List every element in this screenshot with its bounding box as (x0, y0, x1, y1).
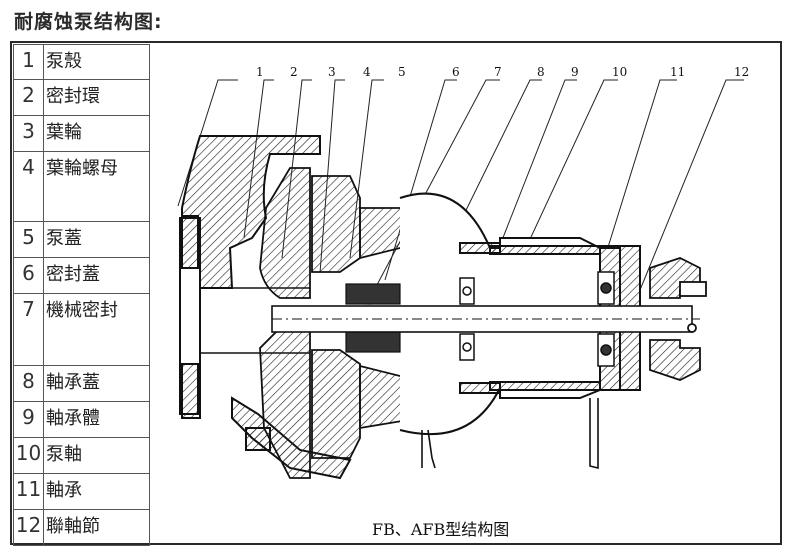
part-number: 1 (13, 44, 44, 80)
table-row: 8 軸承蓋 (13, 365, 151, 402)
callout-1: 1 (256, 65, 264, 79)
part-name: 機械密封 (42, 293, 151, 366)
part-name: 泵殼 (42, 44, 151, 80)
table-row: 5 泵蓋 (13, 221, 151, 258)
table-row: 3 葉輪 (13, 115, 151, 152)
pump-shaft (271, 305, 700, 333)
part-name: 葉輪螺母 (42, 151, 151, 222)
part-number: 4 (13, 151, 44, 222)
impeller (259, 167, 311, 479)
callout-2: 2 (290, 65, 298, 79)
callout-8: 8 (537, 65, 545, 79)
callout-12: 12 (734, 65, 749, 79)
part-name: 軸承 (42, 473, 151, 510)
bearings (459, 271, 615, 367)
table-row: 12 聯軸節 (13, 509, 151, 546)
support-legs (421, 398, 599, 470)
part-number: 12 (13, 509, 44, 546)
pump-cross-section-drawing: 1 2 3 4 5 6 7 8 9 10 11 12 (177, 65, 749, 480)
table-row: 11 軸承 (13, 473, 151, 510)
part-name: 密封蓋 (42, 257, 151, 294)
table-row: 7 機械密封 (13, 293, 151, 366)
part-number: 9 (13, 401, 44, 438)
part-name: 聯軸節 (42, 509, 151, 546)
part-number: 6 (13, 257, 44, 294)
callout-11: 11 (670, 65, 685, 79)
callout-9: 9 (571, 65, 579, 79)
callout-5: 5 (398, 65, 406, 79)
suction-flange (179, 215, 201, 415)
part-name: 泵蓋 (42, 221, 151, 258)
part-name: 軸承體 (42, 401, 151, 438)
part-name: 密封環 (42, 79, 151, 116)
table-row: 10 泵軸 (13, 437, 151, 474)
diagram-caption: FB、AFB型结构图 (372, 520, 510, 539)
callout-10: 10 (612, 65, 627, 79)
part-number: 10 (13, 437, 44, 474)
part-name: 葉輪 (42, 115, 151, 152)
callout-3: 3 (328, 65, 336, 79)
table-row: 9 軸承體 (13, 401, 151, 438)
part-number: 2 (13, 79, 44, 116)
coupling (649, 257, 707, 381)
table-row: 6 密封蓋 (13, 257, 151, 294)
callout-6: 6 (452, 65, 460, 79)
page-title: 耐腐蚀泵结构图: (14, 11, 163, 33)
part-name: 軸承蓋 (42, 365, 151, 402)
callout-7: 7 (494, 65, 502, 79)
part-number: 7 (13, 293, 44, 366)
table-row: 1 泵殼 (13, 44, 151, 80)
part-number: 5 (13, 221, 44, 258)
part-number: 3 (13, 115, 44, 152)
part-number: 8 (13, 365, 44, 402)
callout-4: 4 (363, 65, 371, 79)
table-row: 2 密封環 (13, 79, 151, 116)
parts-table: 1 泵殼 2 密封環 3 葉輪 4 葉輪螺母 5 泵蓋 6 密封蓋 7 機械密封… (13, 44, 151, 546)
table-row: 4 葉輪螺母 (13, 151, 151, 222)
part-number: 11 (13, 473, 44, 510)
part-name: 泵軸 (42, 437, 151, 474)
